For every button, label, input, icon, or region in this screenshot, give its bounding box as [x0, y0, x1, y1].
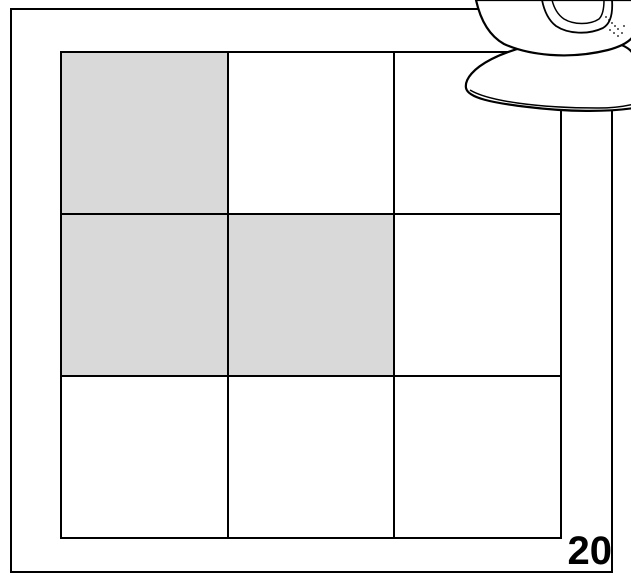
grid-cell-r3-c1: [61, 376, 228, 538]
grid-cell-r2-c3: [394, 214, 561, 376]
grid-row: [61, 214, 561, 376]
hat-icon: [458, 0, 631, 115]
grid-row: [61, 376, 561, 538]
grid-cell-r1-c2: [228, 52, 395, 214]
grid-cell-r1-c1: [61, 52, 228, 214]
page-number: 20: [568, 531, 613, 571]
grid-cell-r3-c3: [394, 376, 561, 538]
grid-cell-r2-c1: [61, 214, 228, 376]
grid-cell-r3-c2: [228, 376, 395, 538]
hat-drawing: [458, 0, 631, 115]
three-by-three-grid: [60, 51, 562, 539]
grid-cell-r2-c2: [228, 214, 395, 376]
